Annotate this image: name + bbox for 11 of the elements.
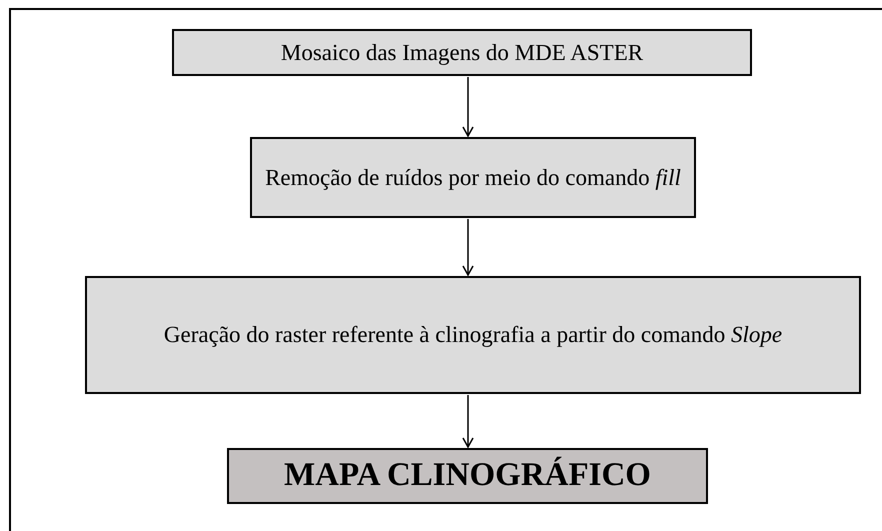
- step-text: Mosaico das Imagens do MDE ASTER: [280, 38, 644, 67]
- step-text: Remoção de ruídos por meio do comando fill: [265, 164, 681, 192]
- result-box: [227, 448, 708, 504]
- arrow: [462, 395, 474, 448]
- step-text: Geração do raster referente à clinografia a partir do comando Slope: [164, 321, 782, 350]
- process-box: [250, 137, 696, 218]
- process-box: [172, 29, 752, 76]
- process-box: [85, 276, 861, 394]
- result-title: MAPA CLINOGRÁFICO: [284, 456, 651, 496]
- arrow: [462, 77, 474, 137]
- arrow: [462, 219, 474, 276]
